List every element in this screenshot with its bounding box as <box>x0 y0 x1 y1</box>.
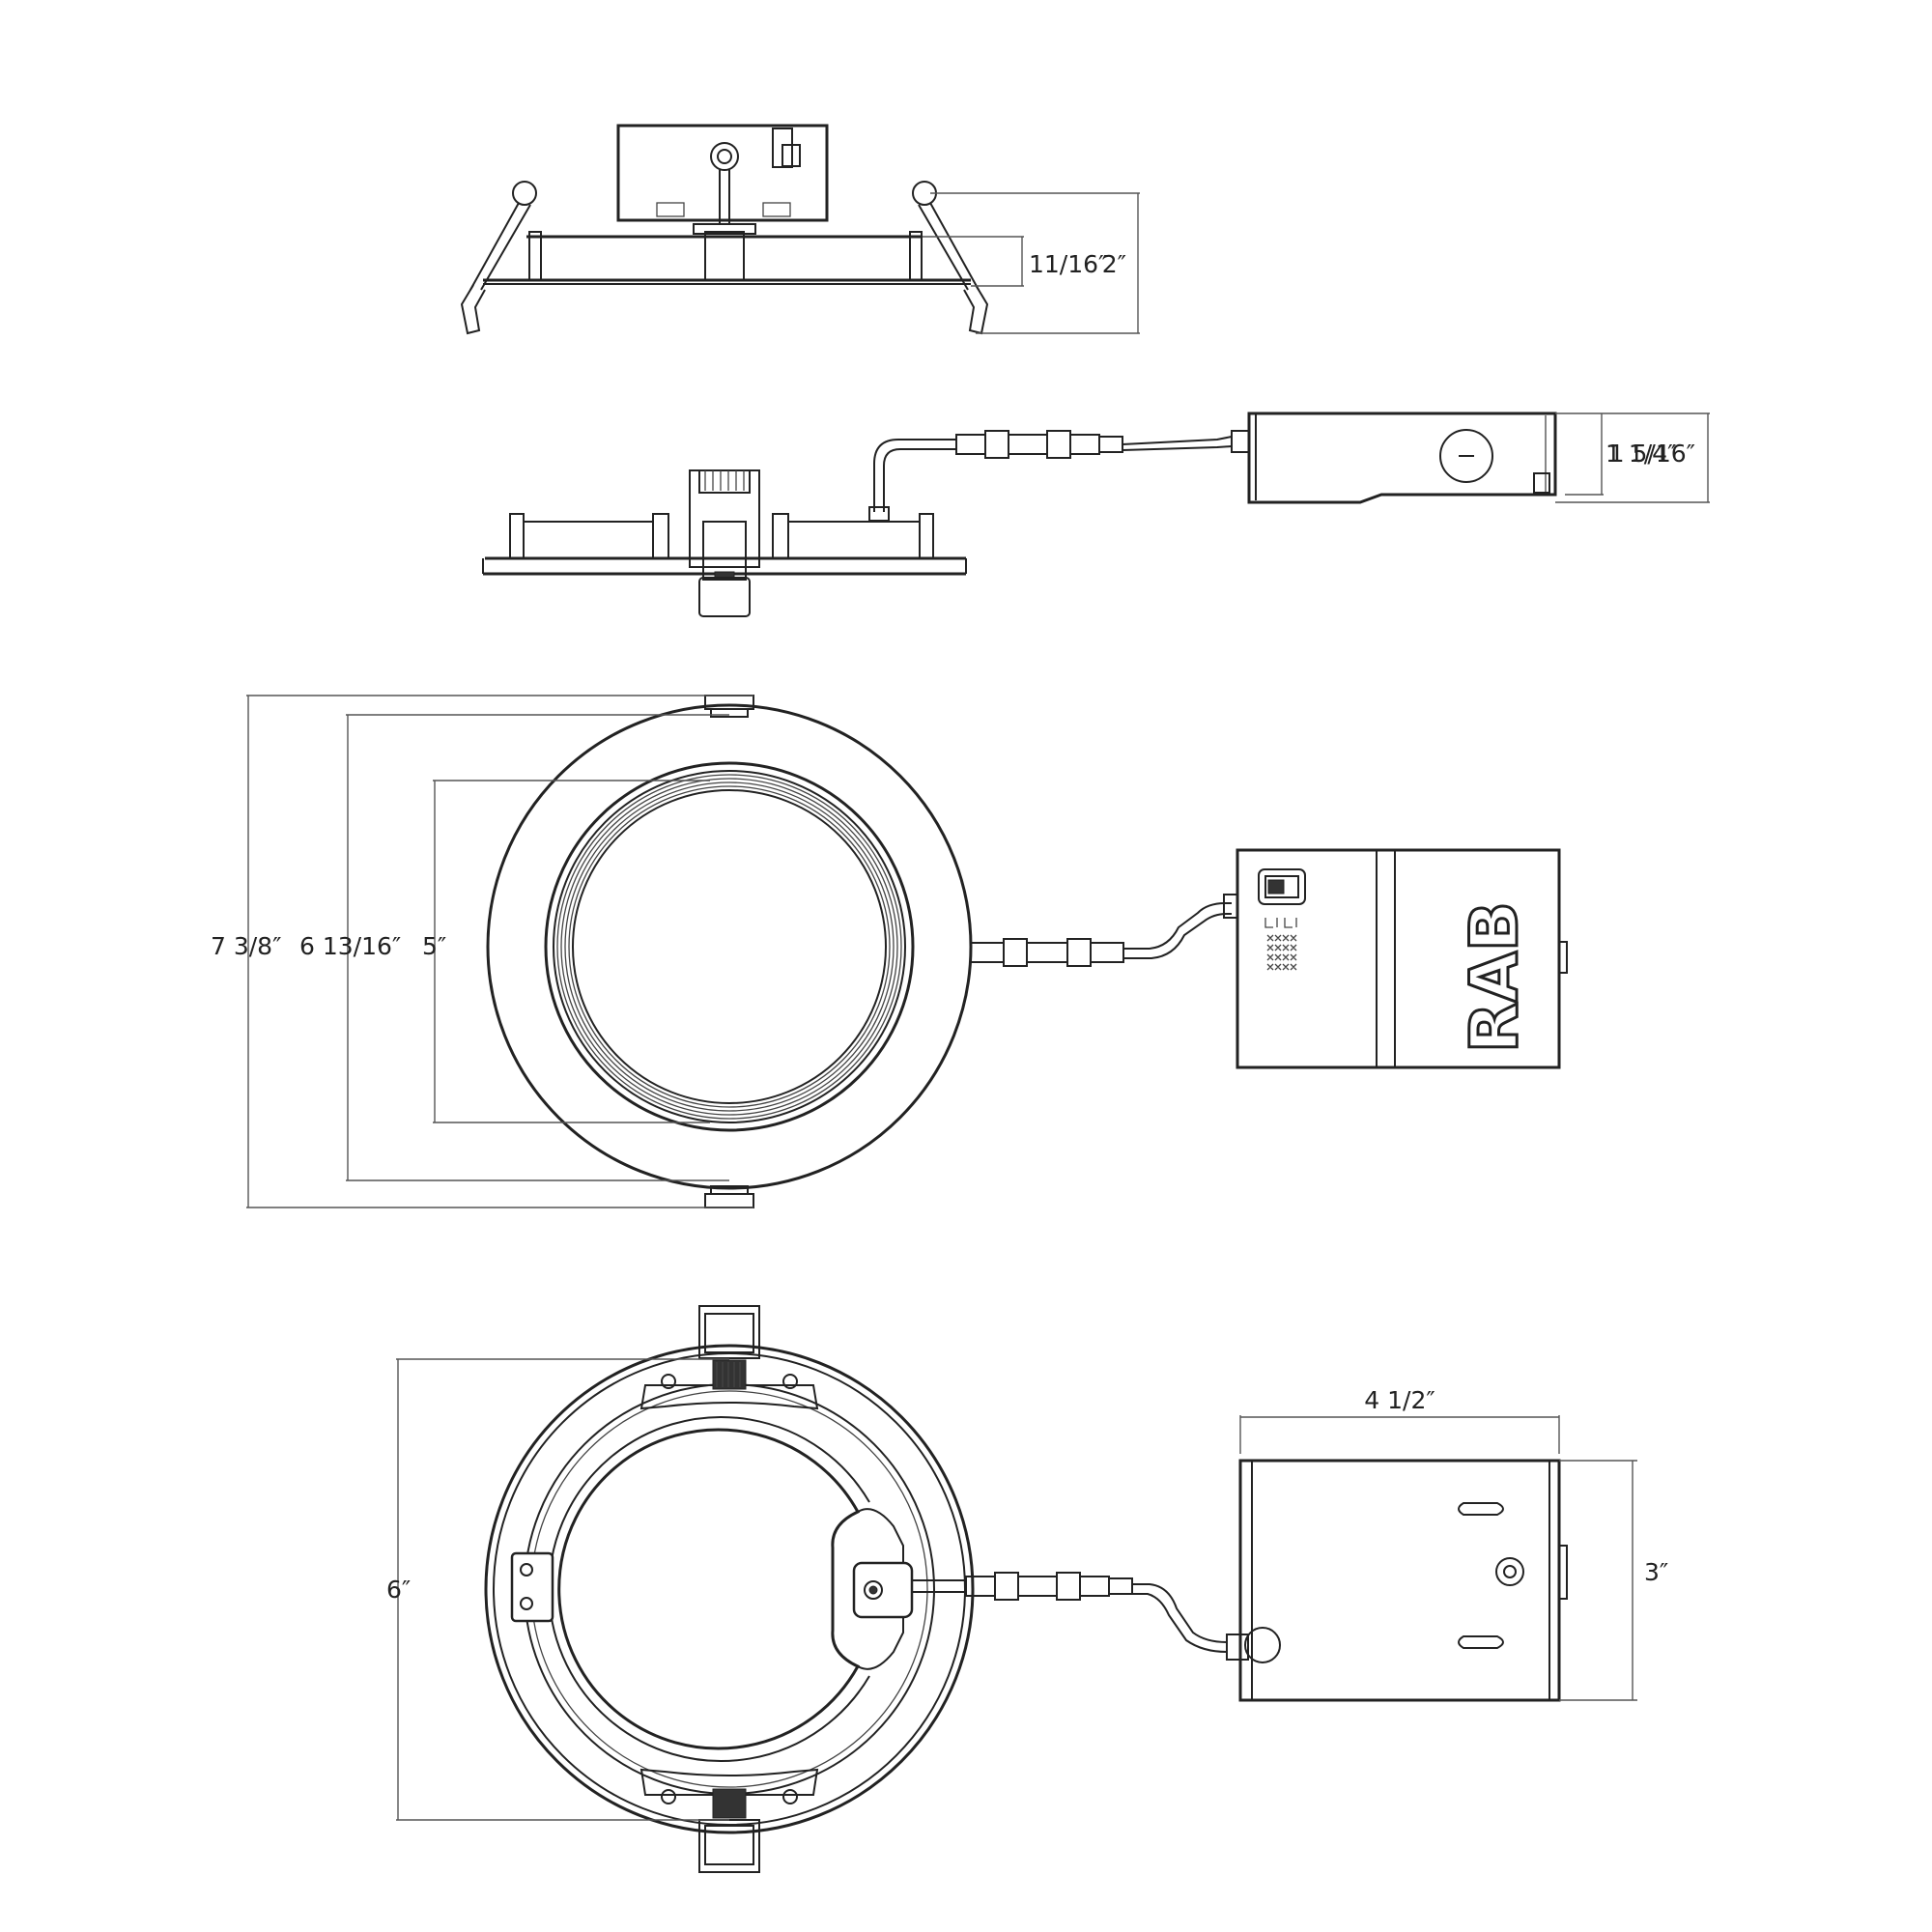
side-view-with-driver: 1 1/4″ 1 5/16″ <box>482 412 1710 617</box>
aperture-label: 5″ <box>422 932 446 960</box>
front-trim-view: 7 3/8″ 6 13/16″ 5″ RAB <box>211 695 1568 1208</box>
bottom-spring-clip <box>639 1768 819 1873</box>
cutout-diameter-label: 6″ <box>386 1576 411 1604</box>
top-spring-clip <box>639 1305 819 1410</box>
trim-height-label: 11/16″ <box>1029 250 1107 278</box>
driver-box-height-label: 1 1/4″ <box>1605 440 1676 468</box>
side-elevation-view: 11/16″ 2″ <box>460 124 1140 335</box>
rab-logo: RAB <box>1457 901 1533 1053</box>
total-height-label: 2″ <box>1102 250 1126 278</box>
back-view: 6″ 4 1/2″ 3″ <box>386 1305 1668 1873</box>
driver-box-total-height-label: 1 5/16″ <box>1609 440 1695 468</box>
box-length-label: 4 1/2″ <box>1364 1386 1435 1414</box>
overall-diameter-label: 7 3/8″ <box>211 932 281 960</box>
trim-diameter-label: 6 13/16″ <box>299 932 401 960</box>
box-width-label: 3″ <box>1644 1558 1668 1586</box>
connector-pair-lower <box>965 1572 1133 1601</box>
connector-pair-upper <box>955 430 1123 459</box>
connector-pair-middle <box>970 938 1124 967</box>
